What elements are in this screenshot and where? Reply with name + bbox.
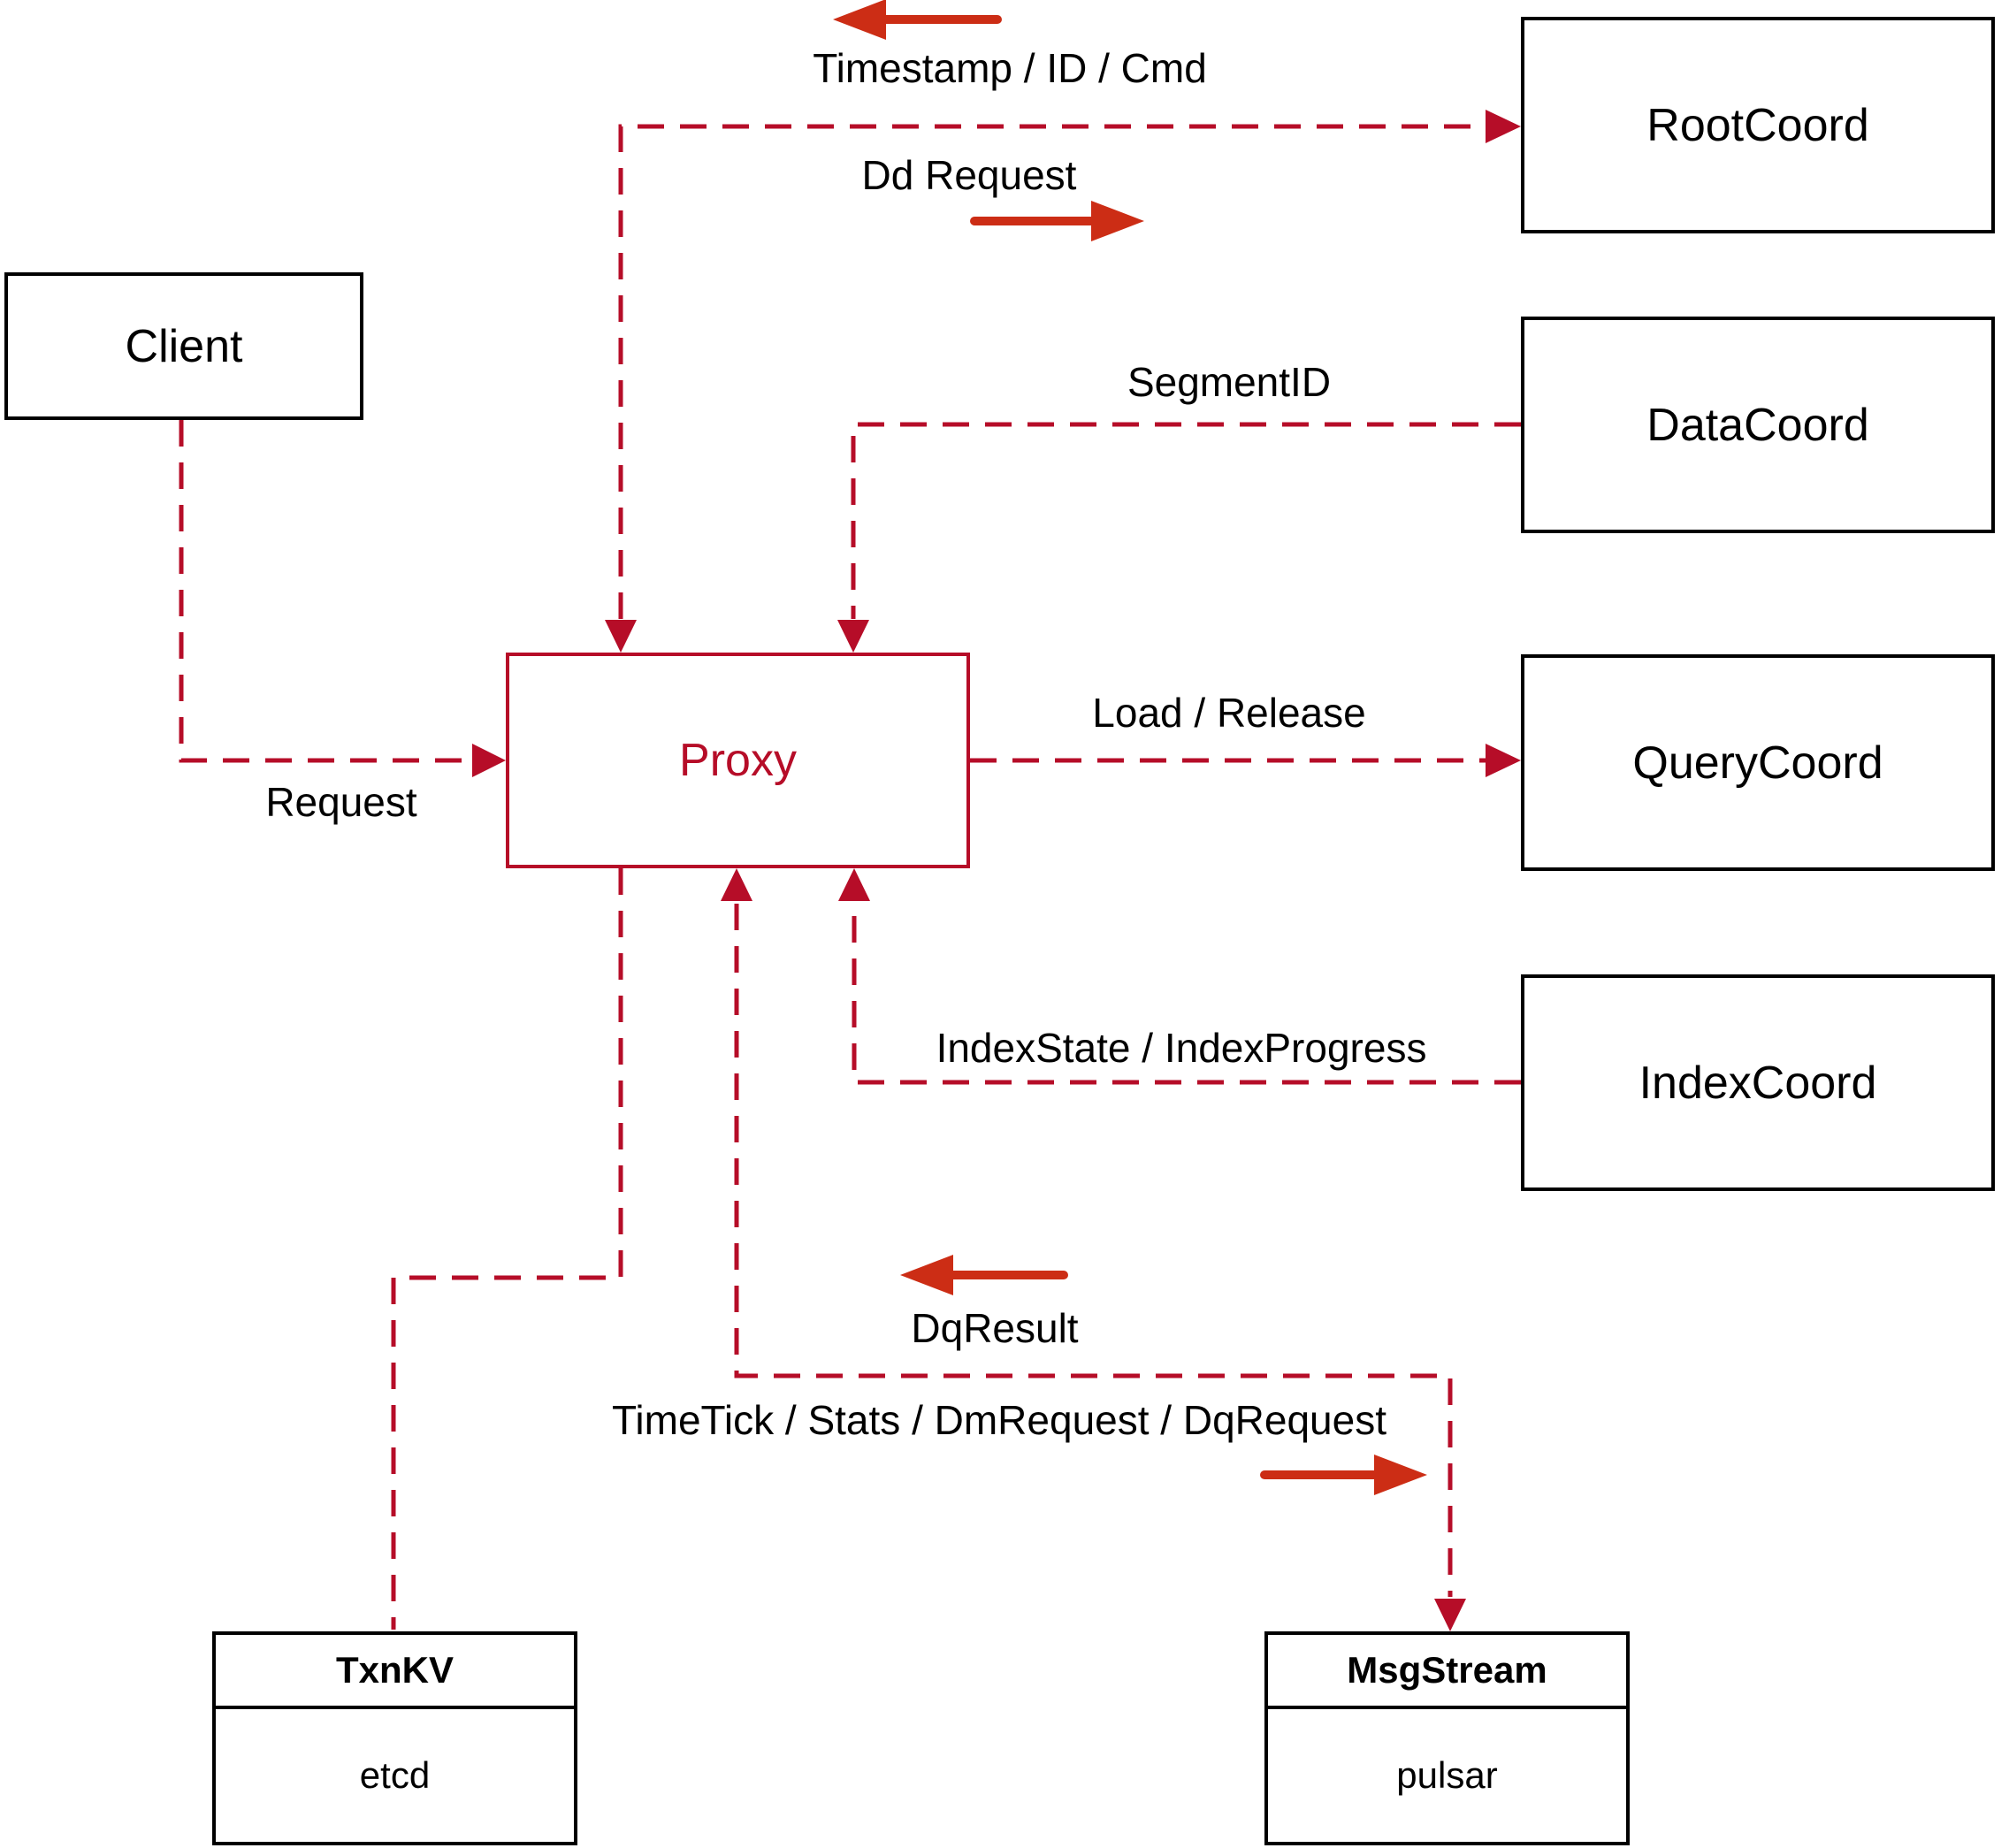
arrowhead-segmentid-into-proxy [837,620,869,653]
edge-label-load-release: Load / Release [1092,690,1366,736]
edge-label-timestamp-id-cmd: Timestamp / ID / Cmd [813,45,1207,91]
node-rootcoord: RootCoord [1521,17,1995,233]
node-client: Client [4,272,363,420]
edge-proxy-rootcoord [618,124,1486,619]
arrowhead-rootcoord-into-proxy [605,620,637,653]
edge-proxy-txnkv [391,868,623,1630]
node-msgstream-title: MsgStream [1268,1635,1626,1709]
edge-label-timetick: TimeTick / Stats / DmRequest / DqRequest [612,1397,1386,1443]
node-querycoord: QueryCoord [1521,654,1995,871]
node-msgstream: MsgStream pulsar [1264,1631,1630,1845]
edge-client-proxy [179,420,470,763]
arrowhead-indexstate-into-proxy [838,868,870,901]
node-proxy-label: Proxy [679,735,797,786]
node-txnkv: TxnKV etcd [212,1631,577,1845]
arrowhead-into-msgstream [1434,1599,1466,1631]
direction-arrow-right-ddrequest-head [1091,201,1144,241]
edge-label-dd-request: Dd Request [861,152,1077,198]
node-rootcoord-label: RootCoord [1646,99,1869,151]
arrowhead-into-querycoord [1486,744,1521,777]
node-indexcoord-label: IndexCoord [1639,1057,1877,1109]
edge-datacoord-proxy [851,422,1521,619]
edge-label-request: Request [265,779,417,825]
direction-arrow-right-timetick-head [1374,1455,1427,1495]
node-txnkv-subtitle: etcd [359,1754,431,1796]
node-txnkv-title: TxnKV [216,1635,574,1709]
edge-indexcoord-proxy [852,904,1521,1085]
node-proxy: Proxy [506,653,970,868]
edge-label-index-state: IndexState / IndexProgress [936,1025,1427,1071]
node-datacoord-label: DataCoord [1646,399,1869,451]
node-msgstream-subtitle: pulsar [1396,1754,1498,1796]
arrowhead-dqresult-into-proxy [721,868,752,901]
direction-arrow-left-timestamp-head [833,0,886,40]
arrowhead-into-rootcoord [1486,110,1521,143]
direction-arrow-left-dqresult-head [900,1255,953,1295]
arrowhead-request-into-proxy [472,744,506,777]
node-querycoord-label: QueryCoord [1632,737,1883,789]
edge-label-segment-id: SegmentID [1127,359,1332,405]
node-datacoord: DataCoord [1521,317,1995,533]
node-indexcoord: IndexCoord [1521,974,1995,1191]
edge-proxy-msgstream [734,904,1453,1597]
edge-label-dq-result: DqResult [911,1305,1079,1351]
node-client-label: Client [125,320,243,372]
